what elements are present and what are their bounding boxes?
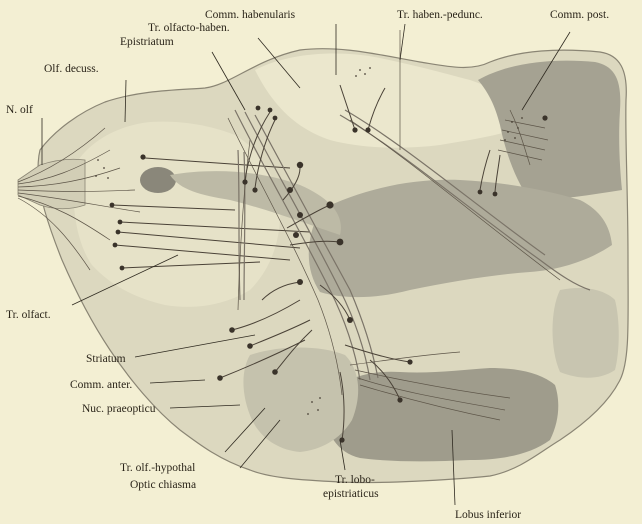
label-olf-decuss: Olf. decuss. <box>44 63 99 75</box>
label-tr-haben-pedunc: Tr. haben.-pedunc. <box>397 9 483 21</box>
label-tr-lobo: Tr. lobo- <box>335 474 375 486</box>
label-tr-olf-hypothal: Tr. olf.-hypothal <box>120 462 195 474</box>
label-optic-chiasma: Optic chiasma <box>130 479 196 491</box>
brain-regions <box>18 49 628 483</box>
label-striatum: Striatum <box>86 353 126 365</box>
label-tr-olfacto-haben: Tr. olfacto-haben. <box>148 22 230 34</box>
dark-nucleus-spot <box>140 167 176 193</box>
label-n-olf: N. olf <box>6 104 33 116</box>
label-epistriatum: Epistriatum <box>120 36 174 48</box>
label-lobus-inferior: Lobus inferior <box>455 509 521 521</box>
lobus-inferior-region <box>325 368 559 461</box>
label-comm-anter: Comm. anter. <box>70 379 132 391</box>
label-epistriaticus: epistriaticus <box>323 488 379 500</box>
label-nuc-praeopticu: Nuc. praeopticu <box>82 403 156 415</box>
label-comm-habenularis: Comm. habenularis <box>205 9 296 21</box>
label-comm-post: Comm. post. <box>550 9 609 21</box>
label-tr-olfact: Tr. olfact. <box>6 309 51 321</box>
right-lateral-region <box>553 288 619 378</box>
